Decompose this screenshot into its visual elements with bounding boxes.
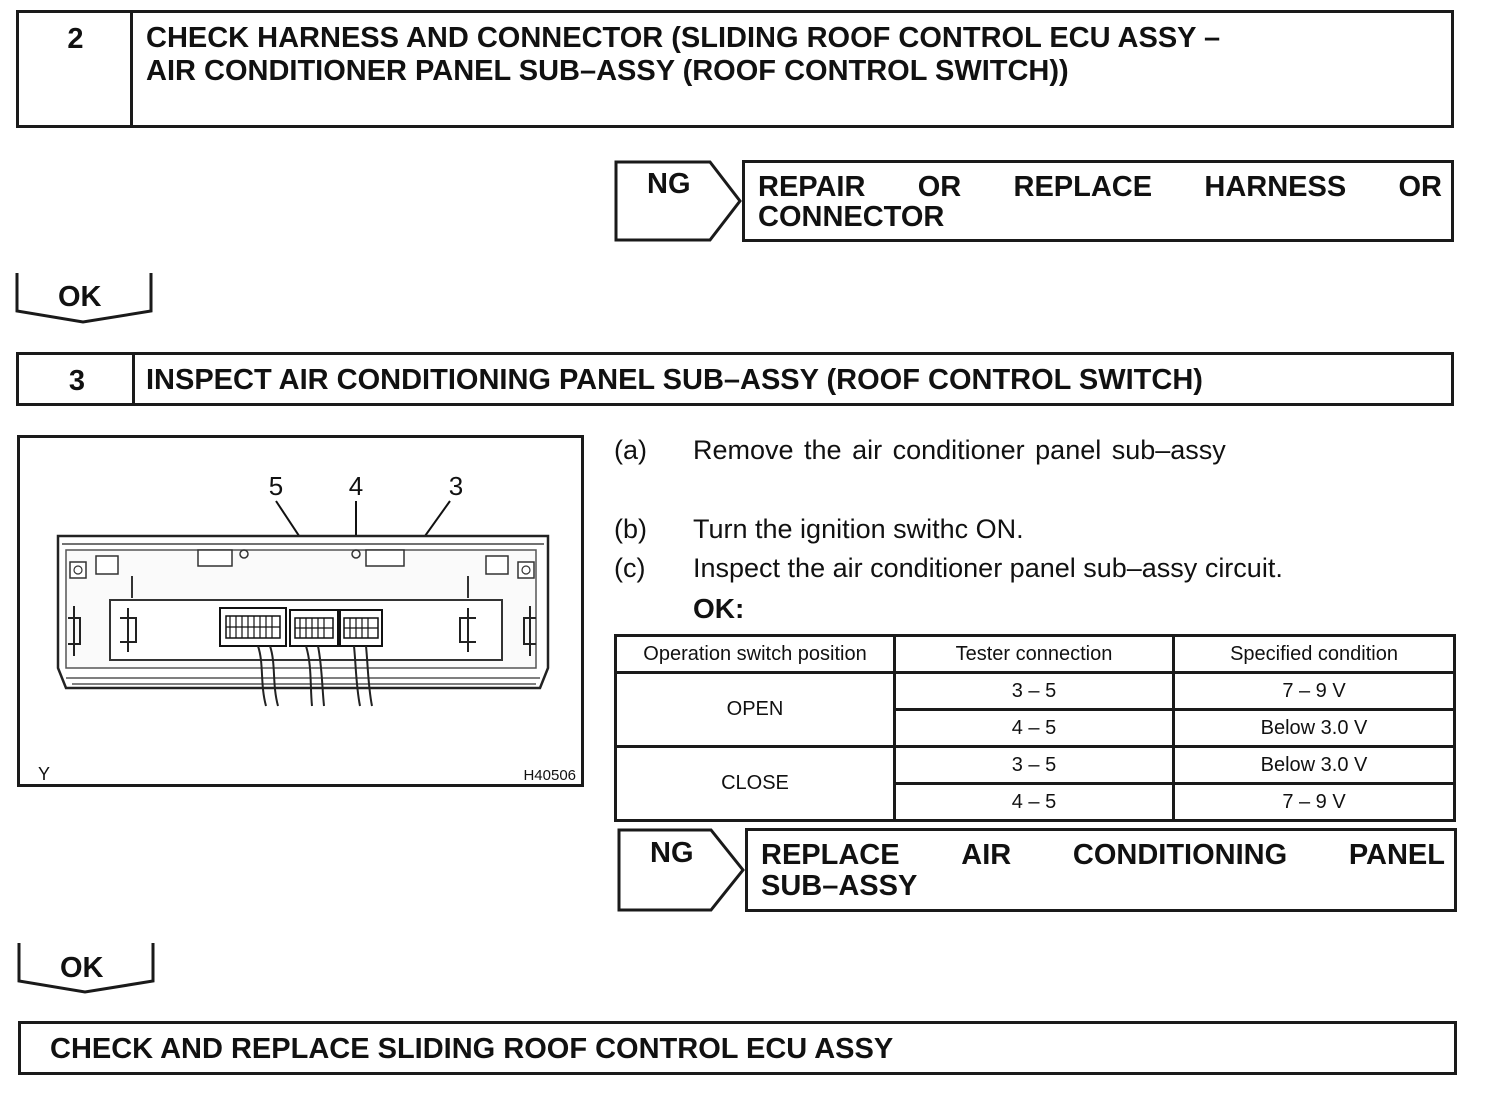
figure-code: H40506 bbox=[523, 767, 576, 784]
ng-action-2-word: AIR bbox=[961, 839, 1012, 871]
step3-divider bbox=[132, 355, 135, 403]
table-header-cell: Specified condition bbox=[1172, 634, 1456, 674]
switch-position-cell: OPEN bbox=[614, 671, 896, 748]
ng-action-1-word: OR bbox=[1398, 171, 1443, 203]
ng-action-1-word: REPAIR bbox=[758, 171, 866, 203]
ok-arrow-1 bbox=[15, 273, 153, 324]
ng-action-2-word: PANEL bbox=[1348, 839, 1445, 871]
terminal-label: 4 bbox=[349, 471, 363, 501]
spec-table: Operation switch position Tester connect… bbox=[614, 634, 1456, 822]
table-row: OPEN 3 – 5 7 – 9 V bbox=[614, 671, 1456, 748]
terminal-label: 3 bbox=[449, 471, 463, 501]
instruction-marker: (b) bbox=[614, 514, 647, 544]
specified-condition-cell: 7 – 9 V bbox=[1172, 782, 1456, 822]
table-row: CLOSE 3 – 5 Below 3.0 V bbox=[614, 745, 1456, 822]
tester-connection-cell: 4 – 5 bbox=[892, 708, 1176, 748]
tester-connection-cell: 4 – 5 bbox=[892, 782, 1176, 822]
ng-action-2-word: CONDITIONING bbox=[1072, 839, 1288, 871]
ng-action-1-word: REPLACE bbox=[1013, 171, 1153, 203]
instruction-text: Remove the air conditioner panel sub–ass… bbox=[693, 435, 1226, 465]
ng-action-1-line2: CONNECTOR bbox=[758, 201, 945, 233]
step2-header: 2 CHECK HARNESS AND CONNECTOR (SLIDING R… bbox=[16, 10, 1454, 128]
ok-arrow-2-shape bbox=[17, 943, 155, 994]
table-header-cell: Tester connection bbox=[892, 634, 1176, 674]
instruction-text: Inspect the air conditioner panel sub–as… bbox=[693, 553, 1283, 583]
ng-tag-1: NG bbox=[647, 168, 691, 200]
ok-tag-2: OK bbox=[60, 952, 104, 984]
ok-arrow-1-shape bbox=[15, 273, 153, 324]
step2-title-line2: AIR CONDITIONER PANEL SUB–ASSY (ROOF CON… bbox=[146, 55, 1069, 87]
ok-arrow-2 bbox=[17, 943, 155, 994]
table-row: 4 – 5 7 – 9 V bbox=[616, 782, 1456, 822]
connector-figure: 5 4 3 Y H40506 bbox=[17, 435, 584, 787]
switch-position-cell: CLOSE bbox=[614, 745, 896, 822]
specified-condition-cell: Below 3.0 V bbox=[1172, 745, 1456, 785]
ng-arrow-1-shape bbox=[614, 160, 742, 242]
terminal-label: 5 bbox=[269, 471, 283, 501]
table-header-cell: Operation switch position bbox=[614, 634, 896, 674]
final-action-text: CHECK AND REPLACE SLIDING ROOF CONTROL E… bbox=[50, 1033, 894, 1065]
step3-number: 3 bbox=[68, 365, 86, 397]
specified-condition-cell: 7 – 9 V bbox=[1172, 671, 1456, 711]
specified-condition-cell: Below 3.0 V bbox=[1172, 708, 1456, 748]
ng-action-1-word: HARNESS bbox=[1204, 171, 1347, 203]
step2-title-line1: CHECK HARNESS AND CONNECTOR (SLIDING ROO… bbox=[146, 22, 1221, 54]
tester-connection-cell: 3 – 5 bbox=[892, 671, 1176, 711]
ng-action-2-line1: REPLACE AIR CONDITIONING PANEL bbox=[761, 839, 1445, 872]
ng-tag-2: NG bbox=[650, 837, 694, 869]
ng-action-2-word: REPLACE bbox=[761, 839, 900, 871]
step3-header: 3 INSPECT AIR CONDITIONING PANEL SUB–ASS… bbox=[16, 352, 1454, 406]
ng-action-box-2: REPLACE AIR CONDITIONING PANEL SUB–ASSY bbox=[745, 828, 1457, 912]
tester-connection-cell: 3 – 5 bbox=[892, 745, 1176, 785]
table-row: 4 – 5 Below 3.0 V bbox=[616, 708, 1456, 748]
table-header-row: Operation switch position Tester connect… bbox=[614, 634, 1456, 674]
step2-title: CHECK HARNESS AND CONNECTOR (SLIDING ROO… bbox=[146, 22, 1436, 88]
step2-number: 2 bbox=[67, 23, 84, 55]
final-action-box: CHECK AND REPLACE SLIDING ROOF CONTROL E… bbox=[18, 1021, 1457, 1075]
ng-action-box-1: REPAIR OR REPLACE HARNESS OR CONNECTOR bbox=[742, 160, 1454, 242]
instruction-marker: (c) bbox=[614, 553, 646, 583]
ng-action-1-line1: REPAIR OR REPLACE HARNESS OR bbox=[758, 171, 1442, 204]
instruction-text: Turn the ignition swithc ON. bbox=[693, 514, 1024, 544]
ok-spec-heading: OK: bbox=[693, 593, 745, 624]
ng-action-1-word: OR bbox=[917, 171, 962, 203]
figure-corner-letter: Y bbox=[38, 764, 50, 784]
step3-title: INSPECT AIR CONDITIONING PANEL SUB–ASSY … bbox=[146, 364, 1203, 396]
ng-action-2-line2: SUB–ASSY bbox=[761, 870, 918, 902]
step2-divider bbox=[130, 13, 133, 125]
instruction-marker: (a) bbox=[614, 435, 647, 465]
ng-arrow-2-shape bbox=[617, 828, 745, 912]
ng-arrow-2 bbox=[617, 828, 745, 912]
ok-tag-1: OK bbox=[58, 281, 102, 313]
panel-illustration: 5 4 3 Y H40506 bbox=[38, 471, 576, 784]
ng-arrow-1 bbox=[614, 160, 742, 242]
